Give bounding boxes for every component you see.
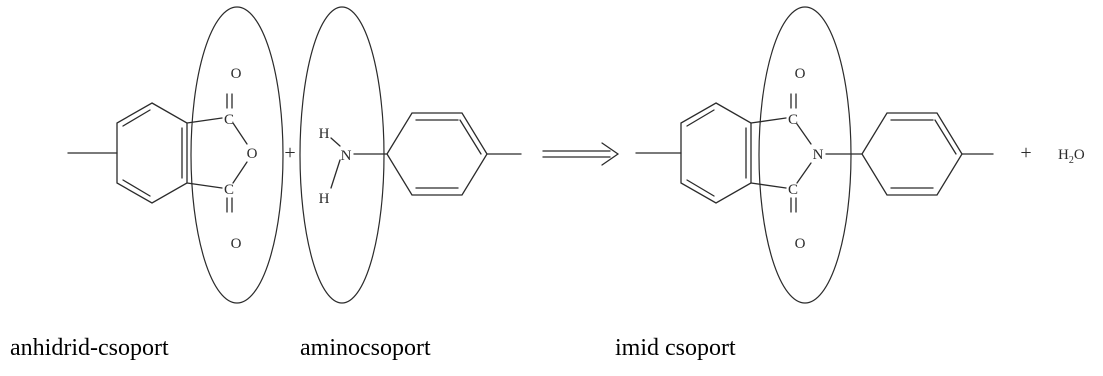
imide-molecule: C O N C O: [635, 66, 994, 252]
plus-sign: +: [284, 142, 295, 164]
atom-oxygen: O: [231, 236, 242, 252]
water-formula: H2O: [1058, 147, 1085, 166]
reaction-arrow: [542, 142, 619, 166]
imide-group-caption: imid csoport: [615, 335, 736, 361]
water-subscript: 2: [1069, 155, 1074, 166]
benzene-ring: [680, 102, 752, 204]
atom-hydrogen: H: [319, 126, 330, 142]
atom-oxygen: O: [795, 66, 806, 82]
plus-sign: +: [1020, 142, 1031, 164]
atom-nitrogen: N: [813, 147, 824, 163]
anhydride-ring-bonds: [186, 93, 248, 213]
atom-oxygen: O: [795, 236, 806, 252]
imide-group-highlight: [758, 6, 852, 304]
amine-group-highlight: [299, 6, 385, 304]
atom-carbon: C: [224, 112, 234, 128]
benzene-ring: [386, 112, 488, 196]
atom-oxygen: O: [247, 146, 258, 162]
water-hydrogen: H: [1058, 147, 1069, 163]
imide-ring-bonds: [750, 93, 812, 213]
benzene-ring: [116, 102, 188, 204]
anhydride-group-caption: anhidrid-csoport: [10, 335, 169, 361]
atom-hydrogen: H: [319, 191, 330, 207]
atom-nitrogen: N: [341, 148, 352, 164]
atom-carbon: C: [224, 182, 234, 198]
anhydride-group-highlight: [190, 6, 284, 304]
anhydride-molecule: C O O C O: [67, 66, 258, 252]
amine-molecule: H N H: [319, 112, 522, 207]
benzene-ring: [861, 112, 963, 196]
water-oxygen: O: [1074, 147, 1085, 163]
atom-carbon: C: [788, 112, 798, 128]
amine-group-caption: aminocsoport: [300, 335, 431, 361]
atom-carbon: C: [788, 182, 798, 198]
atom-oxygen: O: [231, 66, 242, 82]
reaction-scheme: C O O C O + H N H: [67, 6, 1085, 304]
